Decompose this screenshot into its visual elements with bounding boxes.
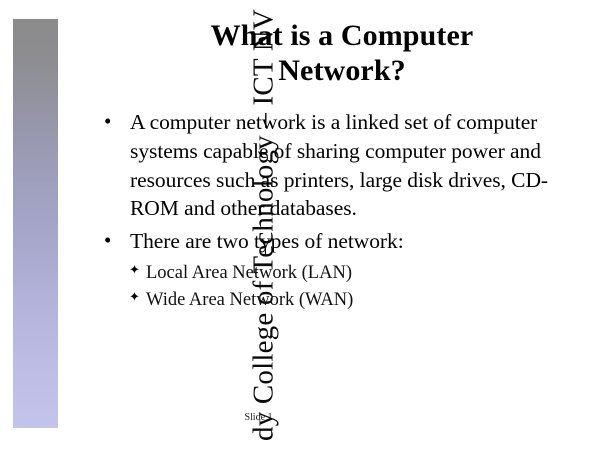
title-line-1: What is a Computer — [210, 19, 474, 52]
sidebar-gradient-bar — [13, 19, 58, 428]
slide-body: • A computer network is a linked set of … — [96, 108, 592, 315]
list-item: • A computer network is a linked set of … — [96, 108, 592, 223]
sub-bullet-text: Wide Area Network (WAN) — [146, 290, 354, 311]
sub-bullet-star-icon: ✦ — [129, 289, 140, 305]
sub-bullet-text: Local Area Network (LAN) — [146, 262, 352, 283]
bullet-dot-icon: • — [104, 109, 112, 133]
slide-number-footer: Slide 1 — [244, 412, 273, 423]
page-title: What is a Computer Network? — [96, 18, 588, 89]
title-line-2: Network? — [278, 54, 406, 88]
bullet-text: A computer network is a linked set of co… — [130, 110, 549, 221]
list-item: ✦ Local Area Network (LAN) — [96, 260, 592, 286]
bullet-text: There are two types of network: — [130, 229, 404, 254]
list-item: • There are two types of network: — [96, 227, 592, 256]
sub-bullet-list: ✦ Local Area Network (LAN) ✦ Wide Area N… — [96, 260, 592, 314]
bullet-dot-icon: • — [104, 228, 112, 253]
list-item: ✦ Wide Area Network (WAN) — [96, 287, 592, 313]
sub-bullet-star-icon: ✦ — [129, 261, 140, 277]
